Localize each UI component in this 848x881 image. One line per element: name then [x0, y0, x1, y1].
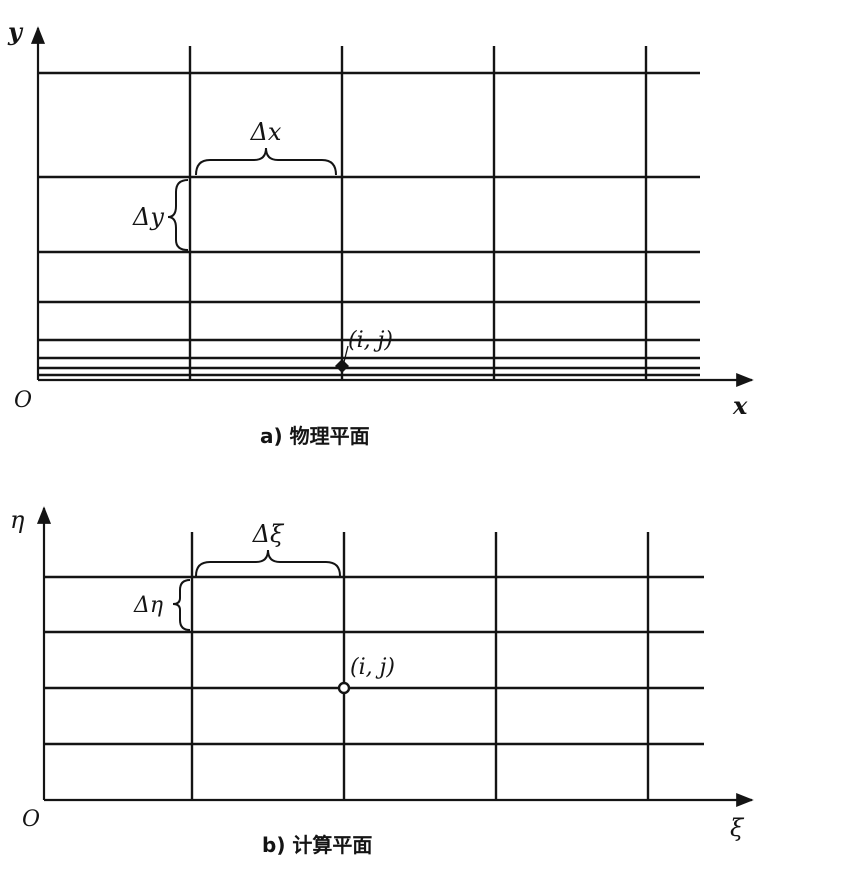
panel-b-origin-label: O	[22, 807, 40, 832]
panel-a-node-leader	[343, 345, 349, 363]
panel-a-axis-y-label: y	[7, 17, 24, 46]
panel-a: Δx Δy (i, j) y x O a) 物理平面	[7, 17, 754, 448]
panel-a-delta-y-label: Δy	[132, 203, 164, 231]
panel-b-delta-eta-brace	[172, 579, 191, 631]
panel-b-delta-xi-brace	[195, 549, 341, 577]
panel-a-node-marker	[335, 359, 349, 373]
panel-b-delta-xi-label: Δξ	[252, 520, 285, 548]
panel-a-caption: a) 物理平面	[260, 424, 370, 448]
panel-b-node-label: (i, j)	[350, 655, 395, 680]
panel-a-node-label: (i, j)	[348, 328, 393, 353]
panel-a-delta-y-brace	[167, 179, 189, 251]
panel-b-caption: b) 计算平面	[262, 833, 372, 857]
panel-a-delta-x-brace	[195, 147, 337, 176]
panel-a-axis-x-label: x	[732, 391, 748, 420]
panel-a-delta-x-label: Δx	[250, 118, 282, 146]
panel-b: Δξ Δη (i, j) η ξ O b) 计算平面	[10, 506, 754, 857]
panel-b-delta-eta-label: Δη	[133, 593, 163, 618]
panel-b-node-marker	[337, 681, 351, 695]
panel-a-origin-label: O	[14, 388, 32, 413]
panel-b-axis-x-label: ξ	[730, 814, 745, 842]
panel-b-axis-y-label: η	[10, 506, 25, 534]
